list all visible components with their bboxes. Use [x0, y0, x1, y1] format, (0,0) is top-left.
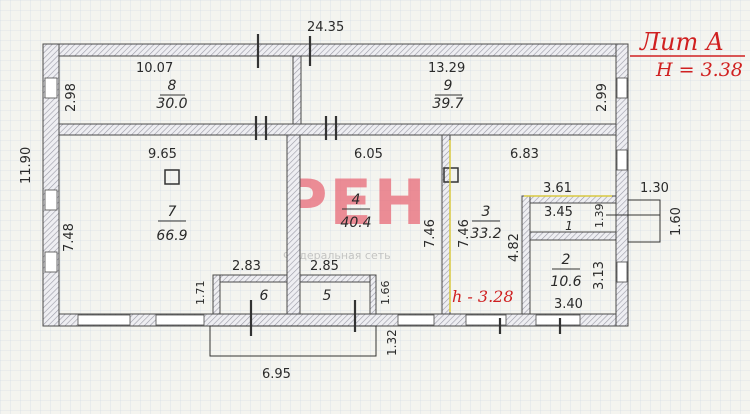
- dim-porch-w: 1.30: [640, 181, 669, 196]
- room-labels: 8 30.0 9 39.7 7 66.9 4 40.4 3 33.2 1 2 1…: [156, 78, 581, 304]
- room-4-number: 4: [352, 192, 361, 208]
- room-5-number: 5: [323, 288, 332, 304]
- room-3-number: 3: [482, 204, 491, 220]
- watermark: РЕН Федеральная сеть: [282, 166, 428, 262]
- dim-steps: 1.32: [385, 329, 399, 356]
- steps: [209, 325, 377, 357]
- room-4-area: 40.4: [340, 215, 371, 231]
- dim-r5-right: 1.66: [379, 281, 392, 306]
- stove-square-2: [443, 167, 459, 183]
- room-9-area: 39.7: [432, 96, 463, 112]
- dim-r5-width: 2.85: [310, 259, 339, 274]
- dim-r1-inner: 3.45: [544, 205, 573, 220]
- dim-r2-right: 3.13: [592, 261, 607, 290]
- dim-r3-width: 6.83: [510, 147, 539, 162]
- dim-r8-width: 10.07: [136, 61, 173, 76]
- dim-r7-width: 9.65: [148, 147, 177, 162]
- highlight-lines: [449, 140, 612, 312]
- dim-r4-right: 7.46: [423, 219, 438, 248]
- watermark-caption: Федеральная сеть: [283, 249, 391, 262]
- dim-r9-right: 2.99: [595, 83, 610, 112]
- porch: [627, 199, 661, 243]
- door-marks: [249, 34, 562, 336]
- room-8-area: 30.0: [156, 96, 187, 112]
- extensions: [209, 199, 661, 357]
- dim-r8-left: 2.98: [64, 83, 79, 112]
- room-7-number: 7: [168, 204, 177, 220]
- dim-r1-width: 3.61: [543, 181, 572, 196]
- dim-r3-left: 7.46: [457, 219, 472, 248]
- room3-height: h - 3.28: [452, 287, 514, 306]
- room-7-area: 66.9: [156, 228, 187, 244]
- dim-r6-width: 2.83: [232, 259, 261, 274]
- stove-square: [164, 169, 180, 185]
- room-1-number: 1: [565, 219, 573, 233]
- watermark-logo: РЕН: [282, 166, 428, 239]
- room-8-number: 8: [168, 78, 177, 94]
- room-2-number: 2: [562, 252, 571, 268]
- dim-r7-left: 7.48: [62, 223, 77, 252]
- dim-total-height: 11.90: [19, 147, 34, 184]
- lit-label: Лит А: [639, 28, 724, 56]
- room-3-area: 33.2: [470, 226, 501, 242]
- dimensions: 24.35 11.90 6.95 10.07 2.98 13.29 2.99 9…: [19, 20, 684, 382]
- room-2-area: 10.6: [550, 274, 581, 290]
- dim-porch-h: 1.60: [669, 207, 684, 236]
- annotations: Лит А H = 3.38 h - 3.28: [452, 28, 745, 306]
- dim-total-width: 24.35: [307, 20, 344, 35]
- dim-r1-right: 1.39: [593, 204, 606, 229]
- room-6-number: 6: [260, 288, 269, 304]
- dim-r4-width: 6.05: [354, 147, 383, 162]
- windows: [44, 77, 628, 326]
- dim-r2-width: 3.40: [554, 297, 583, 312]
- dim-bottom-width: 6.95: [262, 367, 291, 382]
- dim-r9-width: 13.29: [428, 61, 465, 76]
- dim-r6-left: 1.71: [194, 281, 207, 306]
- room-9-number: 9: [444, 78, 453, 94]
- height-label: H = 3.38: [655, 59, 743, 81]
- dim-r3-inner: 4.82: [507, 233, 522, 262]
